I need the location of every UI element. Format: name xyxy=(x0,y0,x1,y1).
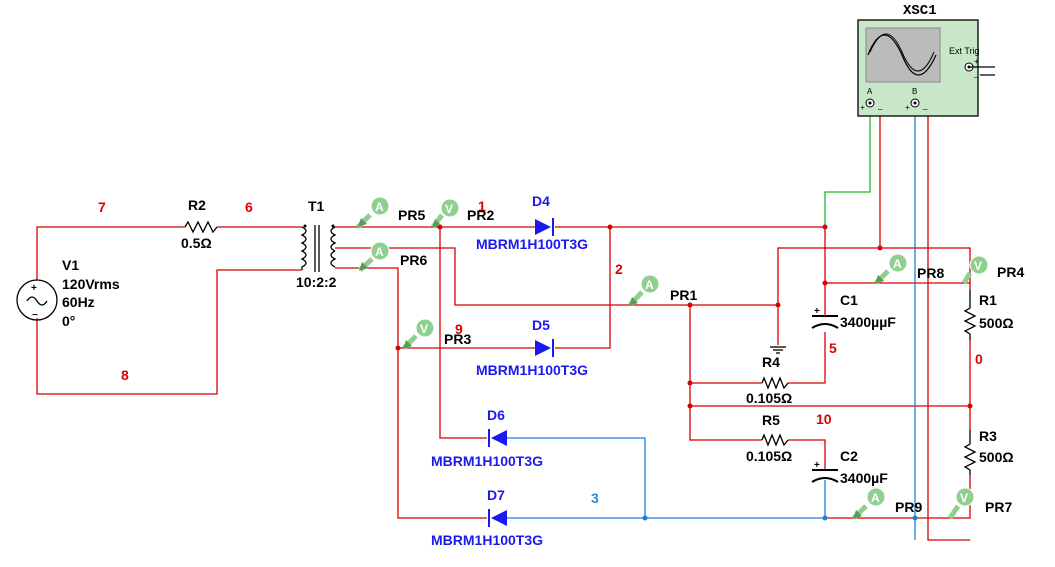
net-label-0: 0 xyxy=(975,351,983,367)
r1-name: R1 xyxy=(979,292,997,308)
pr3-label: PR3 xyxy=(444,331,471,347)
diode-d6[interactable] xyxy=(488,429,507,447)
r5-name: R5 xyxy=(762,412,780,428)
svg-text:A: A xyxy=(871,491,880,505)
probe-pr2[interactable]: V xyxy=(431,198,460,229)
source-phase: 0° xyxy=(62,313,75,329)
svg-text:+: + xyxy=(814,306,820,317)
t1-ratio: 10:2:2 xyxy=(296,274,337,290)
probe-pr1[interactable]: A xyxy=(628,274,660,307)
r5-value: 0.105Ω xyxy=(746,448,792,464)
svg-text:A: A xyxy=(375,200,384,214)
probe-pr9[interactable]: A xyxy=(852,487,886,520)
probe-pr6[interactable]: A xyxy=(358,241,390,272)
scope-a-minus: _ xyxy=(877,101,883,110)
c1-value: 3400µµF xyxy=(840,314,896,330)
scope-ch-a-label: A xyxy=(867,87,873,96)
net-label-7: 7 xyxy=(98,199,106,215)
probe-pr8[interactable]: A xyxy=(874,253,908,285)
pr7-label: PR7 xyxy=(985,499,1012,515)
pr5-label: PR5 xyxy=(398,207,425,223)
junctions-blue xyxy=(642,515,918,521)
pr4-label: PR4 xyxy=(997,264,1024,280)
pr9-label: PR9 xyxy=(895,499,922,515)
net-label-10: 10 xyxy=(816,411,832,427)
junctions xyxy=(395,224,973,409)
r4-value: 0.105Ω xyxy=(746,390,792,406)
scope-b-plus: + xyxy=(905,103,910,112)
scope-ch-b-label: B xyxy=(912,87,917,96)
scope-a-plus: + xyxy=(860,103,865,112)
probe-pr3[interactable]: V xyxy=(402,318,435,350)
ac-source-v1[interactable]: + − xyxy=(16,279,58,321)
svg-text:+: + xyxy=(814,460,820,471)
resistor-r4[interactable] xyxy=(761,376,789,390)
svg-text:V: V xyxy=(960,491,968,505)
oscilloscope-xsc1[interactable] xyxy=(857,19,995,117)
diode-d7[interactable] xyxy=(488,509,507,527)
c2-value: 3400µF xyxy=(840,470,888,486)
net-label-2: 2 xyxy=(615,261,623,277)
source-frequency: 60Hz xyxy=(62,294,95,310)
svg-text:+: + xyxy=(31,283,37,294)
d4-name: D4 xyxy=(532,193,550,209)
source-voltage: 120Vrms xyxy=(62,276,120,292)
pr8-label: PR8 xyxy=(917,265,944,281)
net-label-8: 8 xyxy=(121,367,129,383)
r3-value: 500Ω xyxy=(979,449,1014,465)
r2-value: 0.5Ω xyxy=(181,235,212,251)
resistor-r2[interactable] xyxy=(184,220,218,234)
scope-ext-trig-label: Ext Trig xyxy=(949,46,980,56)
d5-name: D5 xyxy=(532,317,550,333)
scope-trig-minus: _ xyxy=(973,69,979,78)
scope-trig-plus: + xyxy=(974,57,979,66)
svg-text:A: A xyxy=(645,278,654,292)
resistor-r3[interactable] xyxy=(963,430,977,475)
transformer-t1[interactable] xyxy=(300,224,337,273)
resistor-r1[interactable] xyxy=(963,290,977,340)
pr2-label: PR2 xyxy=(467,207,494,223)
net-label-6: 6 xyxy=(245,199,253,215)
d6-part: MBRM1H100T3G xyxy=(431,453,543,469)
r1-value: 500Ω xyxy=(979,315,1014,331)
r3-name: R3 xyxy=(979,428,997,444)
resistor-r5[interactable] xyxy=(761,433,789,447)
source-name: V1 xyxy=(62,257,79,273)
r4-name: R4 xyxy=(762,354,780,370)
net-label-5: 5 xyxy=(829,340,837,356)
c2-name: C2 xyxy=(840,448,858,464)
pr6-label: PR6 xyxy=(400,252,427,268)
capacitor-c2[interactable]: + xyxy=(811,460,839,498)
svg-text:−: − xyxy=(32,310,38,321)
capacitor-c1[interactable]: + xyxy=(811,283,839,329)
probe-pr5[interactable]: A xyxy=(356,196,390,229)
probe-pr7[interactable]: V xyxy=(947,487,975,520)
svg-text:A: A xyxy=(893,257,902,271)
probe-pr4[interactable]: V xyxy=(961,255,989,285)
pr1-label: PR1 xyxy=(670,287,697,303)
svg-text:V: V xyxy=(445,202,453,216)
svg-text:V: V xyxy=(974,259,982,273)
net-label-1: 1 xyxy=(478,198,486,214)
ground-icon xyxy=(770,346,786,354)
r2-name: R2 xyxy=(188,197,206,213)
t1-name: T1 xyxy=(308,198,325,214)
svg-text:V: V xyxy=(420,322,428,336)
scope-label: XSC1 xyxy=(903,3,937,19)
d7-name: D7 xyxy=(487,487,505,503)
diode-d4[interactable] xyxy=(535,218,554,236)
net-label-9: 9 xyxy=(455,321,463,337)
scope-b-minus: _ xyxy=(922,101,928,110)
d7-part: MBRM1H100T3G xyxy=(431,532,543,548)
d4-part: MBRM1H100T3G xyxy=(476,236,588,252)
net-label-3: 3 xyxy=(591,490,599,506)
d6-name: D6 xyxy=(487,407,505,423)
diode-d5[interactable] xyxy=(535,339,554,357)
d5-part: MBRM1H100T3G xyxy=(476,362,588,378)
svg-text:A: A xyxy=(375,245,384,259)
c1-name: C1 xyxy=(840,292,858,308)
